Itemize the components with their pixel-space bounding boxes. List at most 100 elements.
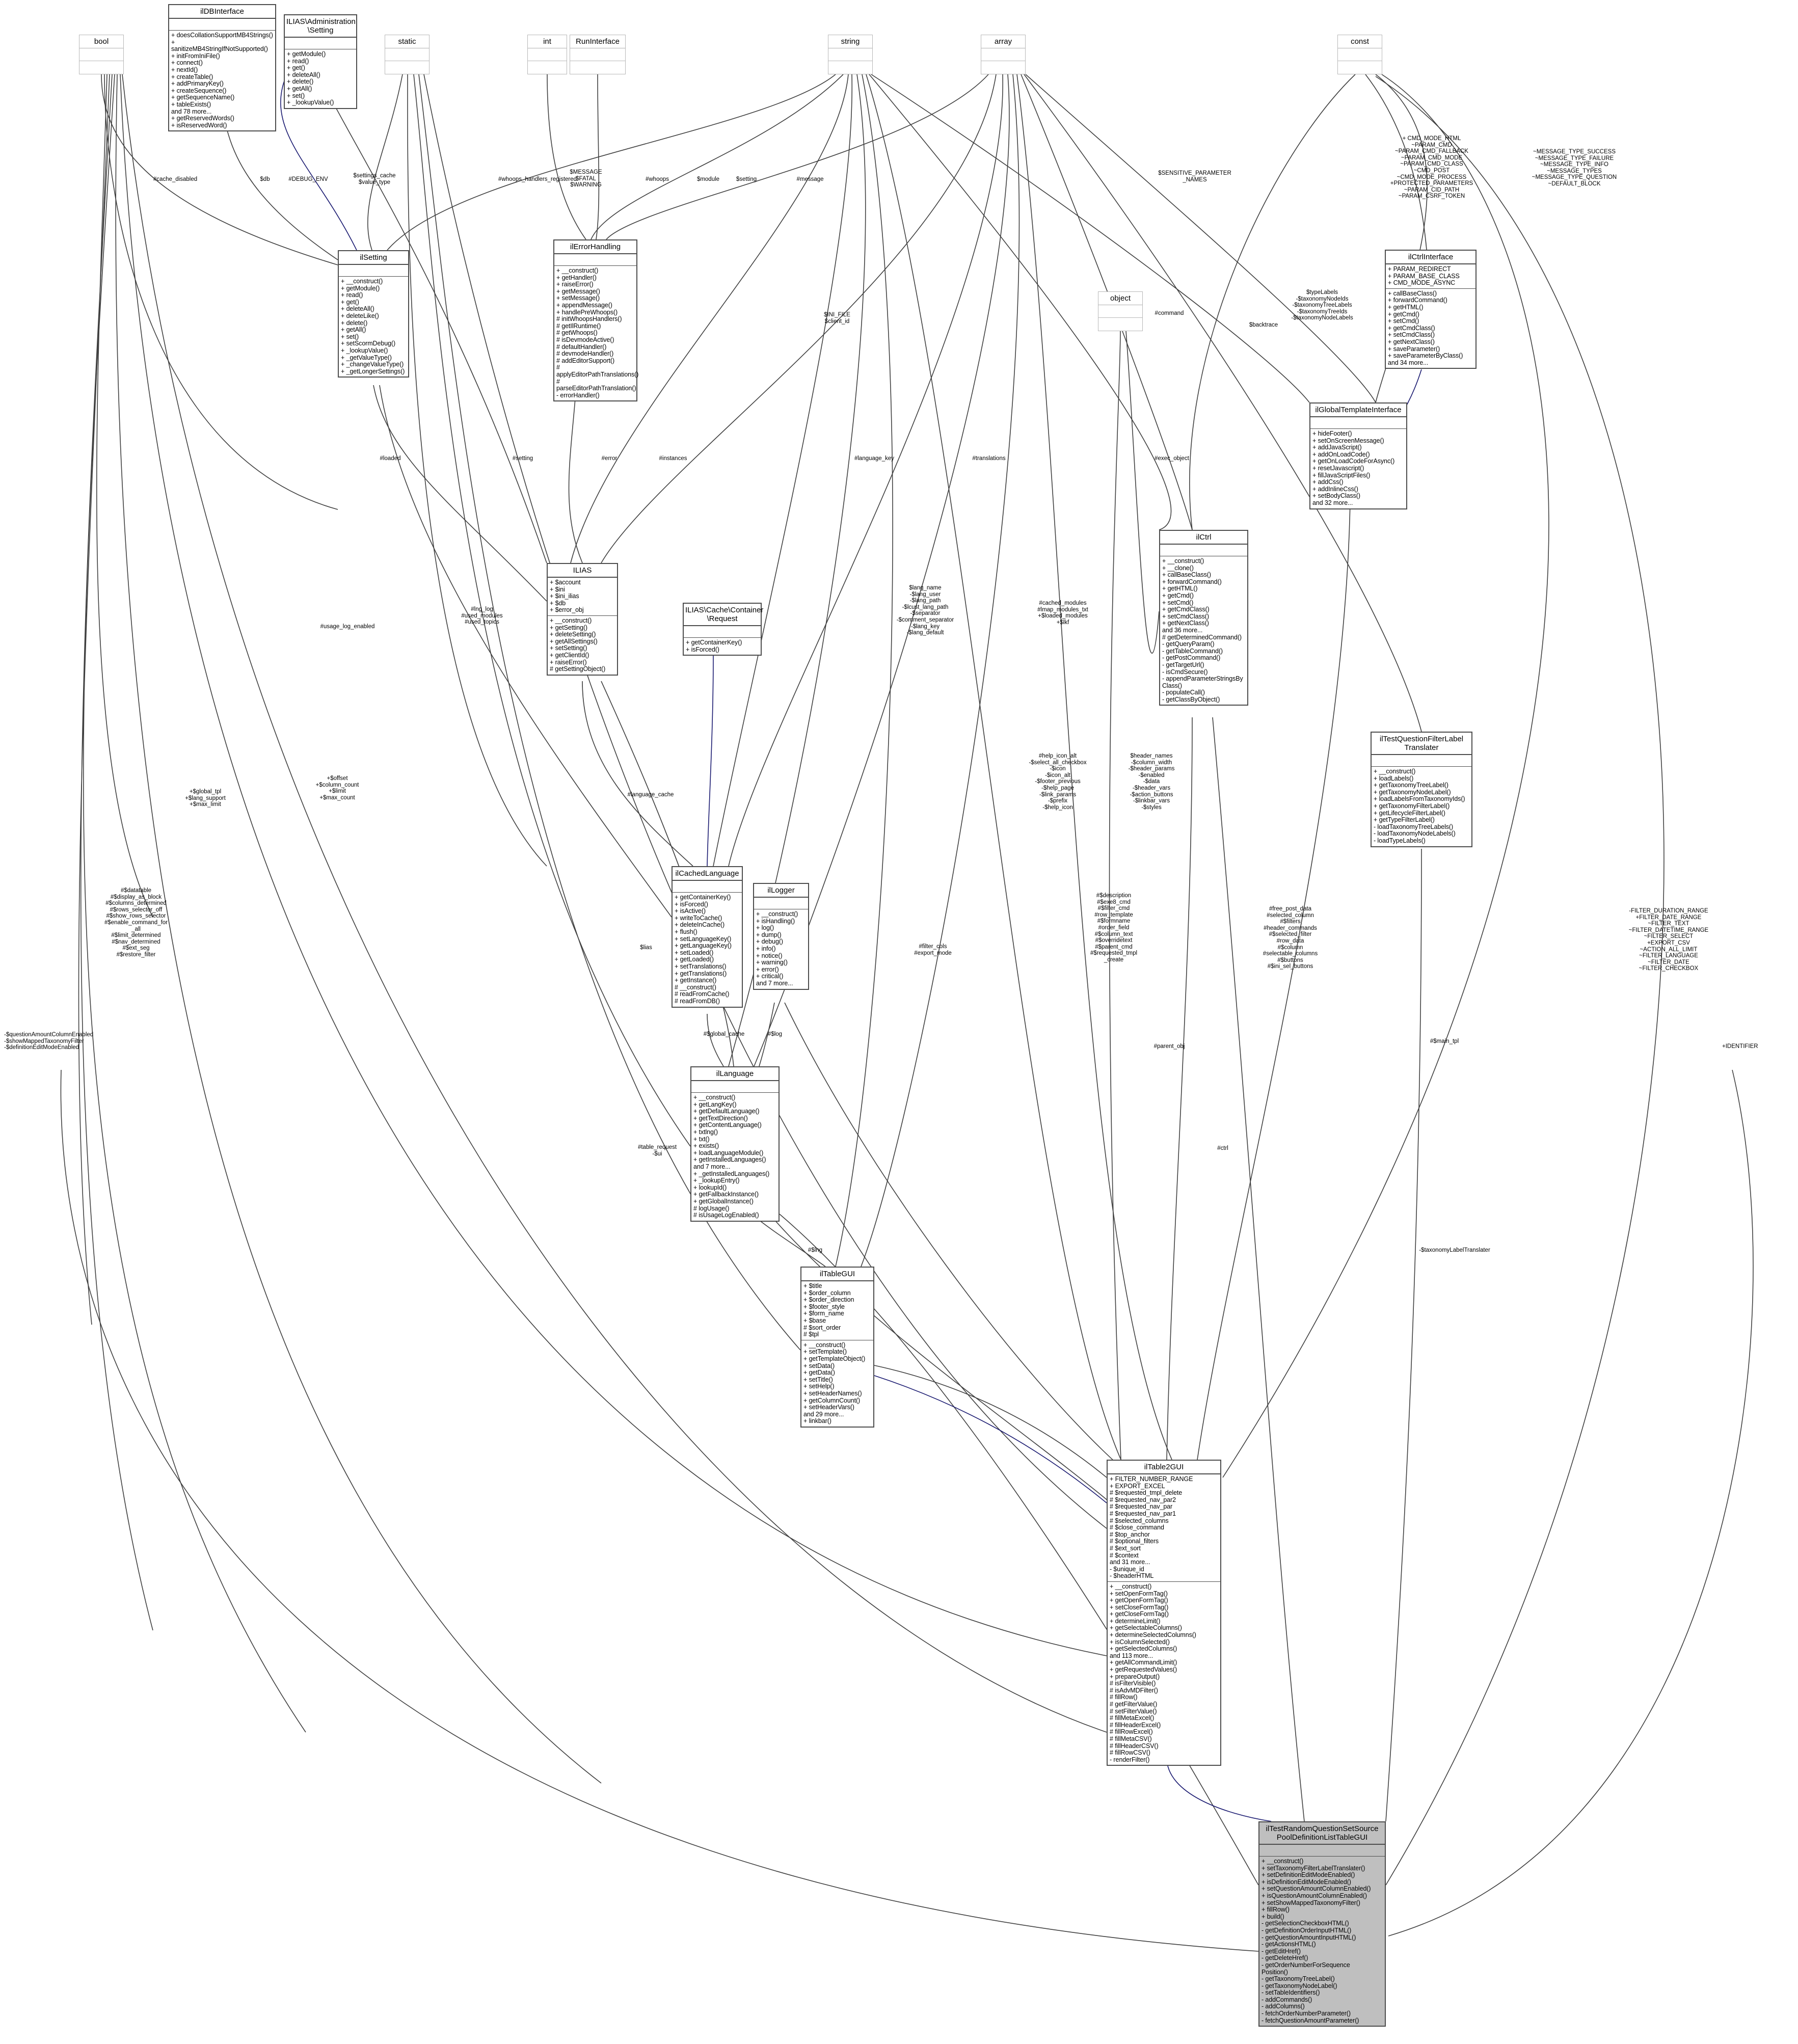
class-member: + setHeaderNames() bbox=[803, 1389, 862, 1397]
class-node-ILIAS[interactable]: ILIAS + $account+ $ini+ $ini_ilias+ $db+… bbox=[547, 563, 618, 676]
class-member: # $close_command bbox=[1110, 1524, 1164, 1531]
class-attributes bbox=[673, 881, 742, 893]
class-node-ilTestRandomQuestionSetSourcePoolDefinitionListTableGUI[interactable]: ilTestRandomQuestionSetSource PoolDefini… bbox=[1258, 1821, 1386, 2027]
class-node-ilTestQuestionFilterLabelTranslater[interactable]: ilTestQuestionFilterLabel Translater + _… bbox=[1371, 732, 1472, 847]
class-attributes bbox=[981, 48, 1025, 61]
class-attributes bbox=[169, 19, 275, 31]
class-member: + raiseError() bbox=[556, 281, 594, 288]
class-member: # addEditorSupport() bbox=[556, 357, 615, 364]
class-member: # isDevmodeActive() bbox=[556, 336, 614, 343]
class-member: - fetchOrderNumberParameter() bbox=[1262, 2010, 1351, 2018]
class-member: + $error_obj bbox=[550, 606, 584, 614]
class-member: + setQuestionAmountColumnEnabled() bbox=[1262, 1885, 1371, 1893]
class-member: + getGlobalInstance() bbox=[693, 1197, 754, 1205]
class-node-ILIAS-Cache-Container-Request[interactable]: ILIAS\Cache\Container \Request + getCont… bbox=[683, 603, 763, 656]
class-member: # fillRow() bbox=[1110, 1693, 1138, 1701]
class-operations bbox=[528, 61, 567, 73]
class-operations: + getModule()+ read()+ get()+ deleteAll(… bbox=[285, 49, 356, 108]
class-member: + delete() bbox=[287, 78, 314, 86]
class-node-ilCtrl[interactable]: ilCtrl + __construct()+ __clone()+ callB… bbox=[1159, 530, 1248, 706]
class-member: + warning() bbox=[756, 959, 788, 966]
class-node-ilLanguage[interactable]: ilLanguage + __construct()+ getLangKey()… bbox=[690, 1066, 780, 1222]
class-member: + deleteSetting() bbox=[550, 631, 596, 638]
class-member: + __construct() bbox=[803, 1341, 846, 1349]
class-member: # applyEditorPathTranslations() bbox=[556, 364, 639, 378]
class-attributes bbox=[691, 1081, 779, 1093]
class-member: + _changeValueType() bbox=[341, 361, 404, 368]
class-member: + getHTML() bbox=[1162, 585, 1198, 593]
class-node-int[interactable]: int bbox=[527, 35, 567, 74]
class-node-ilTableGUI[interactable]: ilTableGUI + $title+ $order_column+ $ord… bbox=[800, 1267, 874, 1428]
class-member: + exists() bbox=[693, 1142, 719, 1150]
edge-label: #error bbox=[601, 455, 618, 462]
edge-label: #$main_tpl bbox=[1430, 1038, 1459, 1044]
class-title: string bbox=[828, 35, 872, 48]
class-node-bool[interactable]: bool bbox=[79, 35, 124, 74]
class-member: + tableExists() bbox=[171, 100, 211, 108]
edge-label: #free_post_data #selected_column #$filte… bbox=[1263, 906, 1318, 970]
edge-label: -$questionAmountColumnEnabled -$showMapp… bbox=[4, 1032, 94, 1051]
edge-label: #parent_obj bbox=[1153, 1043, 1185, 1050]
class-member: # getSettingObject() bbox=[550, 665, 606, 673]
class-node-ilGlobalTemplateInterface[interactable]: ilGlobalTemplateInterface + hideFooter()… bbox=[1309, 402, 1407, 509]
class-member: + deleteAll() bbox=[341, 305, 374, 313]
edge-label: +$global_tpl +$lang_support +$max_limit bbox=[185, 789, 226, 808]
class-member: + _getValueType() bbox=[341, 354, 392, 361]
class-attributes bbox=[385, 48, 429, 61]
class-node-array[interactable]: array bbox=[981, 35, 1026, 74]
class-member: + connect() bbox=[171, 59, 203, 67]
class-node-ilLogger[interactable]: ilLogger + __construct()+ isHandling()+ … bbox=[753, 883, 809, 990]
edge-label: #command bbox=[1155, 310, 1184, 316]
class-operations: + doesCollationSupportMB4Strings()+ sani… bbox=[169, 31, 275, 130]
class-member: # $requested_nav_par1 bbox=[1110, 1510, 1176, 1517]
class-member: + __construct() bbox=[550, 616, 592, 624]
class-attributes bbox=[285, 38, 356, 49]
class-member: + getLanguageKey() bbox=[675, 942, 732, 950]
class-node-ilErrorHandling[interactable]: ilErrorHandling + __construct()+ getHand… bbox=[553, 239, 639, 402]
edge-label: #setting bbox=[512, 455, 533, 462]
class-operations: + __construct()+ getHandler()+ raiseErro… bbox=[554, 266, 639, 400]
class-member: + __construct() bbox=[1262, 1858, 1304, 1865]
class-node-const[interactable]: const bbox=[1337, 35, 1382, 74]
class-member: and 29 more... bbox=[803, 1410, 844, 1418]
class-node-ilCachedLanguage[interactable]: ilCachedLanguage + getContainerKey()+ is… bbox=[672, 866, 743, 1008]
class-node-static[interactable]: static bbox=[385, 35, 430, 74]
class-member: # $context bbox=[1110, 1551, 1139, 1559]
class-member: + $account bbox=[550, 579, 581, 586]
edge-label: #usage_log_enabled bbox=[320, 624, 375, 630]
class-member: + getRequestedValues() bbox=[1110, 1666, 1177, 1674]
class-member: # readFromDB() bbox=[675, 997, 720, 1005]
class-member: - getActionsHTML() bbox=[1262, 1941, 1316, 1948]
class-member: + setOpenFormTag() bbox=[1110, 1590, 1168, 1597]
class-node-ilSetting[interactable]: ilSetting + __construct()+ getModule()+ … bbox=[338, 250, 409, 378]
class-member: - getTaxonomyNodeLabel() bbox=[1262, 1982, 1337, 1989]
class-node-ilTable2GUI[interactable]: ilTable2GUI + FILTER_NUMBER_RANGE+ EXPOR… bbox=[1107, 1460, 1221, 1766]
edge-label: $db bbox=[260, 176, 270, 182]
class-member: + read() bbox=[341, 291, 363, 299]
class-title: RunInterface bbox=[570, 35, 625, 48]
class-node-ilCtrlInterface[interactable]: ilCtrlInterface + PARAM_REDIRECT+ PARAM_… bbox=[1385, 250, 1477, 369]
class-node-RunInterface[interactable]: RunInterface bbox=[570, 35, 626, 74]
class-node-string[interactable]: string bbox=[828, 35, 873, 74]
class-attributes: + PARAM_REDIRECT+ PARAM_BASE_CLASS+ CMD_… bbox=[1386, 264, 1475, 289]
class-member: + setCloseFormTag() bbox=[1110, 1603, 1169, 1611]
edge-label: $backtrace bbox=[1249, 322, 1278, 328]
class-member: + getAll() bbox=[287, 85, 312, 92]
class-node-object[interactable]: object bbox=[1098, 291, 1143, 331]
class-member: + setSetting() bbox=[550, 644, 587, 652]
class-member: + error() bbox=[756, 965, 779, 973]
class-node-ilDBInterface[interactable]: ilDBInterface + doesCollationSupportMB4S… bbox=[168, 4, 276, 132]
class-member: + fillJavaScriptFiles() bbox=[1312, 471, 1371, 479]
class-member: - getDeleteHref() bbox=[1262, 1954, 1308, 1962]
class-member: + writeToCache() bbox=[675, 914, 722, 922]
class-node-ILIAS-Administration-Setting[interactable]: ILIAS\Administration \Setting + getModul… bbox=[284, 14, 357, 109]
class-member: + getClientId() bbox=[550, 651, 589, 659]
class-member: - getDefinitionOrderInputHTML() bbox=[1262, 1926, 1352, 1934]
class-member: + txtlng() bbox=[693, 1128, 718, 1136]
class-operations: + getContainerKey()+ isForced()+ isActiv… bbox=[673, 893, 742, 1007]
edge-label: #exec_object bbox=[1155, 455, 1189, 462]
class-member: + loadLanguageModule() bbox=[693, 1149, 764, 1157]
class-member: + setTitle() bbox=[803, 1376, 833, 1383]
class-member: + setCmd() bbox=[1162, 599, 1194, 606]
class-member: + linkbar() bbox=[803, 1417, 831, 1425]
